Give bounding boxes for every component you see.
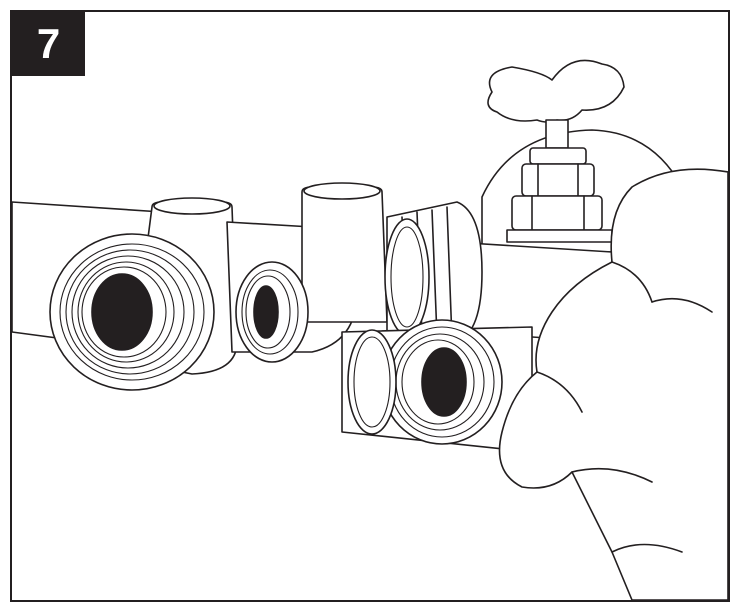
- instruction-frame: 7: [10, 10, 730, 602]
- pipe-fitting-illustration: [12, 59, 728, 600]
- step-number-badge: 7: [12, 12, 85, 76]
- hand: [498, 168, 728, 600]
- tee-fitting-left: [49, 182, 388, 391]
- threaded-adapter: [341, 319, 533, 453]
- spigot-valve: [481, 59, 683, 253]
- coupling-nut: [384, 201, 483, 343]
